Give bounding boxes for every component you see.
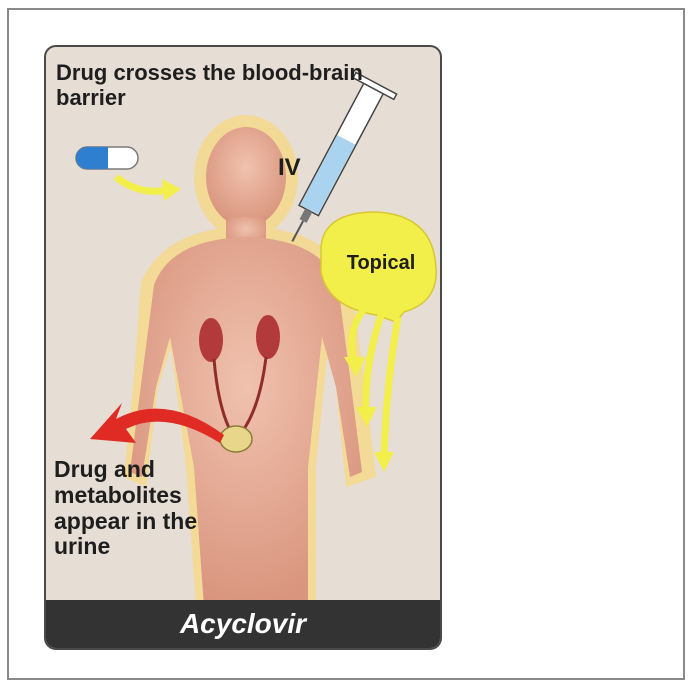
capsule-icon (76, 147, 138, 169)
urine-elimination-label: Drug and metabolites appear in the urine (54, 457, 254, 560)
head (206, 127, 286, 227)
blood-brain-barrier-label: Drug crosses the blood-brain barrier (56, 61, 386, 110)
right-kidney (256, 315, 280, 359)
iv-label: IV (278, 155, 301, 182)
acyclovir-card: Drug crosses the blood-brain barrier IV … (44, 45, 442, 650)
left-kidney (199, 318, 223, 362)
topical-label: Topical (326, 252, 436, 274)
bladder (220, 426, 252, 452)
drug-name: Acyclovir (180, 608, 306, 640)
drug-name-bar: Acyclovir (46, 600, 440, 648)
